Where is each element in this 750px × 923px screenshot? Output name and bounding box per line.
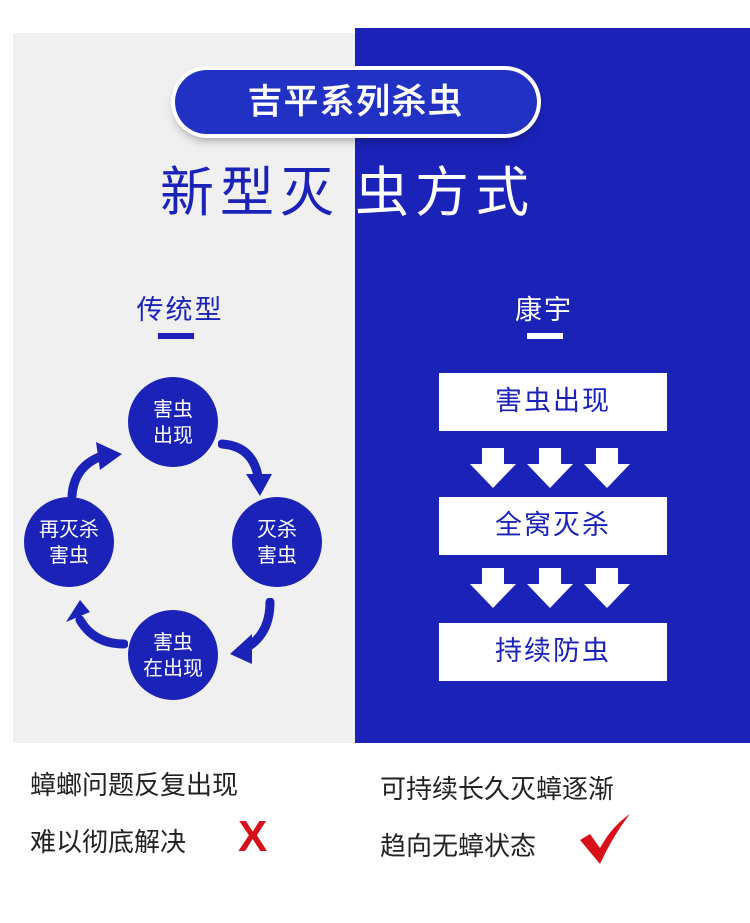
down-arrow-icon (527, 448, 573, 488)
kangyu-heading-underline (527, 333, 563, 339)
step-pests-appear: 害虫出现 (439, 373, 667, 431)
check-mark-icon (580, 814, 630, 864)
cycle-arrow-top-left-icon (67, 442, 122, 501)
down-arrow-icon (470, 448, 516, 488)
down-arrow-icon (527, 568, 573, 608)
left-note-line2: 难以彻底解决 (30, 828, 187, 858)
down-arrow-icon (584, 568, 630, 608)
cycle-node-kill-again: 再灭杀害虫 (24, 497, 114, 587)
cycle-arrow-bottom-left-icon (66, 600, 128, 649)
down-arrow-icon (470, 568, 516, 608)
kangyu-heading: 康宇 (515, 295, 573, 326)
cycle-arrow-top-right-icon (218, 439, 272, 496)
step-kill-whole-nest: 全窝灭杀 (439, 497, 667, 555)
cross-icon: X (238, 812, 268, 861)
cycle-node-pests-appear: 害虫出现 (128, 377, 218, 467)
down-arrows-row-2 (470, 568, 630, 608)
left-note-line1: 蟑螂问题反复出现 (30, 771, 239, 801)
cycle-node-kill-pests: 灭杀害虫 (232, 497, 322, 587)
down-arrows-row-1 (470, 448, 630, 488)
cycle-node-pests-reappear: 害虫在出现 (128, 610, 218, 700)
right-note-line2: 趋向无蟑状态 (380, 832, 537, 862)
title-pill: 吉平系列杀虫 (175, 70, 537, 134)
right-note-line1: 可持续长久灭蟑逐渐 (380, 775, 615, 805)
headline-right: 虫方式 (355, 161, 535, 224)
cycle-arrow-bottom-right-icon (230, 598, 275, 664)
traditional-heading: 传统型 (136, 295, 224, 326)
traditional-heading-underline (158, 333, 194, 339)
headline-left: 新型灭 (160, 161, 340, 224)
step-continuous-prevention: 持续防虫 (439, 623, 667, 681)
headline: 新型灭 虫方式 (0, 158, 750, 228)
down-arrow-icon (584, 448, 630, 488)
